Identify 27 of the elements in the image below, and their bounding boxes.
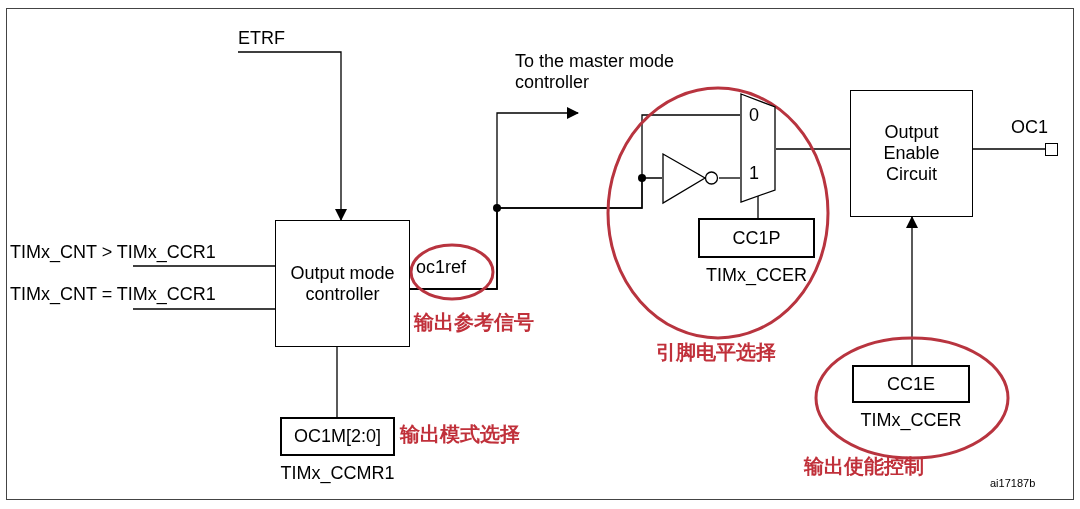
arrow	[237, 51, 347, 221]
block-box: Output Enable Circuit	[850, 90, 973, 217]
signal-label: To the master mode controller	[515, 48, 700, 96]
register-label: OC1	[1011, 118, 1048, 136]
signal-line	[409, 177, 663, 290]
mux-input-number: 0	[749, 106, 759, 124]
signal-line	[132, 265, 276, 267]
multiplexer	[740, 93, 776, 203]
signal-label: TIMx_CNT = TIMx_CCR1	[10, 280, 268, 308]
signal-line	[132, 308, 276, 310]
arrow	[906, 216, 918, 366]
register-label: TIMx_CCER	[860, 411, 962, 429]
signal-label: ETRF	[238, 26, 314, 51]
signal-line	[757, 195, 759, 219]
mux-input-number: 1	[749, 164, 759, 182]
signal-label: TIMx_CNT > TIMx_CCR1	[10, 240, 268, 265]
signal-line	[775, 148, 851, 150]
signal-line	[972, 148, 1046, 150]
annotation-text: 引脚电平选择	[656, 342, 776, 362]
signal-line	[336, 346, 338, 418]
signal-line	[718, 177, 741, 179]
block-box: Output mode controller	[275, 220, 410, 347]
signal-label: oc1ref	[416, 258, 467, 276]
annotation-text: 输出使能控制	[804, 456, 924, 476]
register-label: TIMx_CCER	[706, 266, 807, 284]
register-label: TIMx_CCMR1	[280, 464, 395, 482]
figure-id: ai17187b	[990, 478, 1036, 489]
